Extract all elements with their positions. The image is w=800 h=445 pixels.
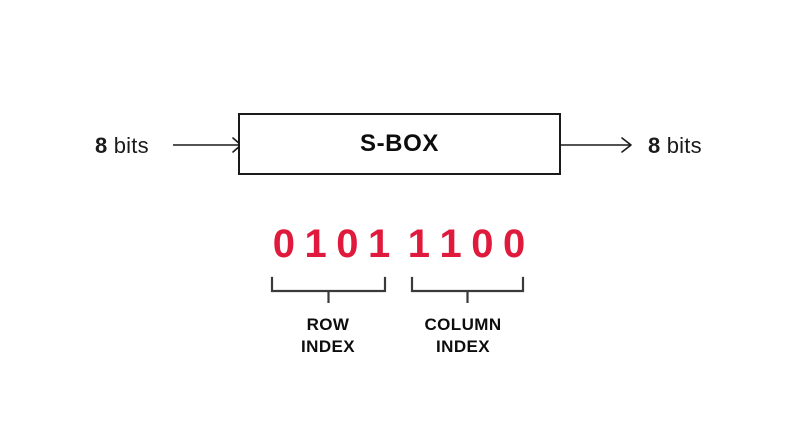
column-index-caption: COLUMN INDEX	[424, 315, 502, 356]
output-bits-value: 8	[648, 133, 661, 158]
input-bits-unit: bits	[113, 133, 149, 158]
bit-7: 0	[503, 222, 526, 266]
bit-1: 1	[304, 222, 327, 266]
sbox-label: S-BOX	[359, 130, 439, 157]
input-bits-label: 8 bits	[95, 135, 149, 157]
bit-3: 1	[368, 222, 391, 266]
bit-0: 0	[272, 222, 295, 266]
sbox-rectangle: S-BOX	[238, 113, 561, 175]
input-bits-value: 8	[95, 133, 108, 158]
row-index-caption: ROW INDEX	[301, 315, 355, 356]
row-index-bracket	[270, 276, 387, 303]
bit-5: 1	[439, 222, 462, 266]
bit-2: 0	[336, 222, 359, 266]
input-arrow	[173, 137, 242, 153]
output-bits-label: 8 bits	[648, 135, 702, 157]
bit-6: 0	[471, 222, 494, 266]
bit-4: 1	[407, 222, 430, 266]
binary-bits-row: 0 1 0 1 1 1 0 0	[268, 222, 530, 266]
output-arrow	[561, 137, 632, 153]
column-index-bracket	[410, 276, 525, 303]
output-bits-unit: bits	[666, 133, 702, 158]
